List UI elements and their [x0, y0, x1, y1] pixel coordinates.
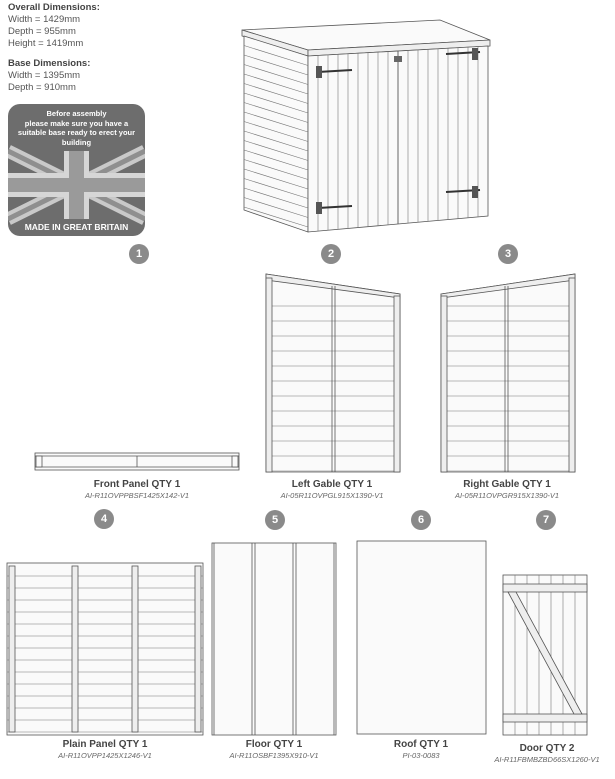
part-title: Right Gable QTY 1	[463, 479, 551, 490]
part-caption-door: Door QTY 2 AI-R11FBMBZBD66SX1260-V1	[482, 743, 612, 764]
part-caption-plain-panel: Plain Panel QTY 1 AI-R11OVPP1425X1246-V1	[20, 739, 190, 760]
part-caption-right-gable: Right Gable QTY 1 AI-05R11OVPGR915X1390-…	[427, 479, 587, 500]
left-gable-drawing	[265, 273, 401, 473]
part-caption-floor: Floor QTY 1 AI-R11OSBF1395X910-V1	[204, 739, 344, 760]
overall-dimensions-heading: Overall Dimensions:	[8, 2, 100, 13]
part-code: AI-R11FBMBZBD66SX1260-V1	[494, 755, 600, 764]
part-code: AI-R11OSBF1395X910-V1	[229, 751, 319, 760]
marker-7: 7	[536, 510, 556, 530]
part-title: Floor QTY 1	[245, 739, 303, 750]
part-title: Front Panel QTY 1	[93, 479, 181, 490]
marker-4: 4	[94, 509, 114, 529]
overall-height: Height = 1419mm	[8, 38, 84, 49]
right-gable-drawing	[440, 273, 576, 473]
base-dimensions-heading: Base Dimensions:	[8, 58, 91, 69]
part-title: Left Gable QTY 1	[291, 479, 373, 490]
marker-5: 5	[265, 510, 285, 530]
part-code: PI-03-0083	[402, 751, 440, 760]
part-title: Roof QTY 1	[393, 739, 449, 750]
part-caption-left-gable: Left Gable QTY 1 AI-05R11OVPGL915X1390-V…	[252, 479, 412, 500]
part-title: Door QTY 2	[519, 743, 575, 754]
part-caption-roof: Roof QTY 1 PI-03-0083	[366, 739, 476, 760]
union-flag-icon	[8, 145, 145, 225]
base-depth: Depth = 910mm	[8, 82, 76, 93]
base-width: Width = 1395mm	[8, 70, 81, 81]
part-caption-front-panel: Front Panel QTY 1 AI-R11OVPPBSF1425X142-…	[37, 479, 237, 500]
part-code: AI-05R11OVPGL915X1390-V1	[280, 491, 384, 500]
marker-3: 3	[498, 244, 518, 264]
dimensions-block: Overall Dimensions: Width = 1429mm Depth…	[8, 2, 100, 94]
part-code: AI-R11OVPP1425X1246-V1	[58, 751, 152, 760]
part-code: AI-05R11OVPGR915X1390-V1	[454, 491, 560, 500]
marker-6: 6	[411, 510, 431, 530]
floor-drawing	[211, 542, 337, 736]
assembled-store-illustration	[241, 19, 491, 233]
part-code: AI-R11OVPPBSF1425X142-V1	[84, 491, 190, 500]
made-in-britain-label: MADE IN GREAT BRITAIN	[24, 222, 129, 232]
overall-depth: Depth = 955mm	[8, 26, 76, 37]
door-drawing	[502, 574, 588, 736]
front-panel-drawing	[34, 452, 240, 471]
overall-width: Width = 1429mm	[8, 14, 81, 25]
assembly-note: Before assembly please make sure you hav…	[17, 109, 136, 147]
roof-drawing	[356, 540, 487, 735]
plain-panel-drawing	[6, 562, 204, 736]
made-in-britain-badge: Before assembly please make sure you hav…	[8, 104, 145, 236]
part-title: Plain Panel QTY 1	[62, 739, 148, 750]
marker-1: 1	[129, 244, 149, 264]
marker-2: 2	[321, 244, 341, 264]
